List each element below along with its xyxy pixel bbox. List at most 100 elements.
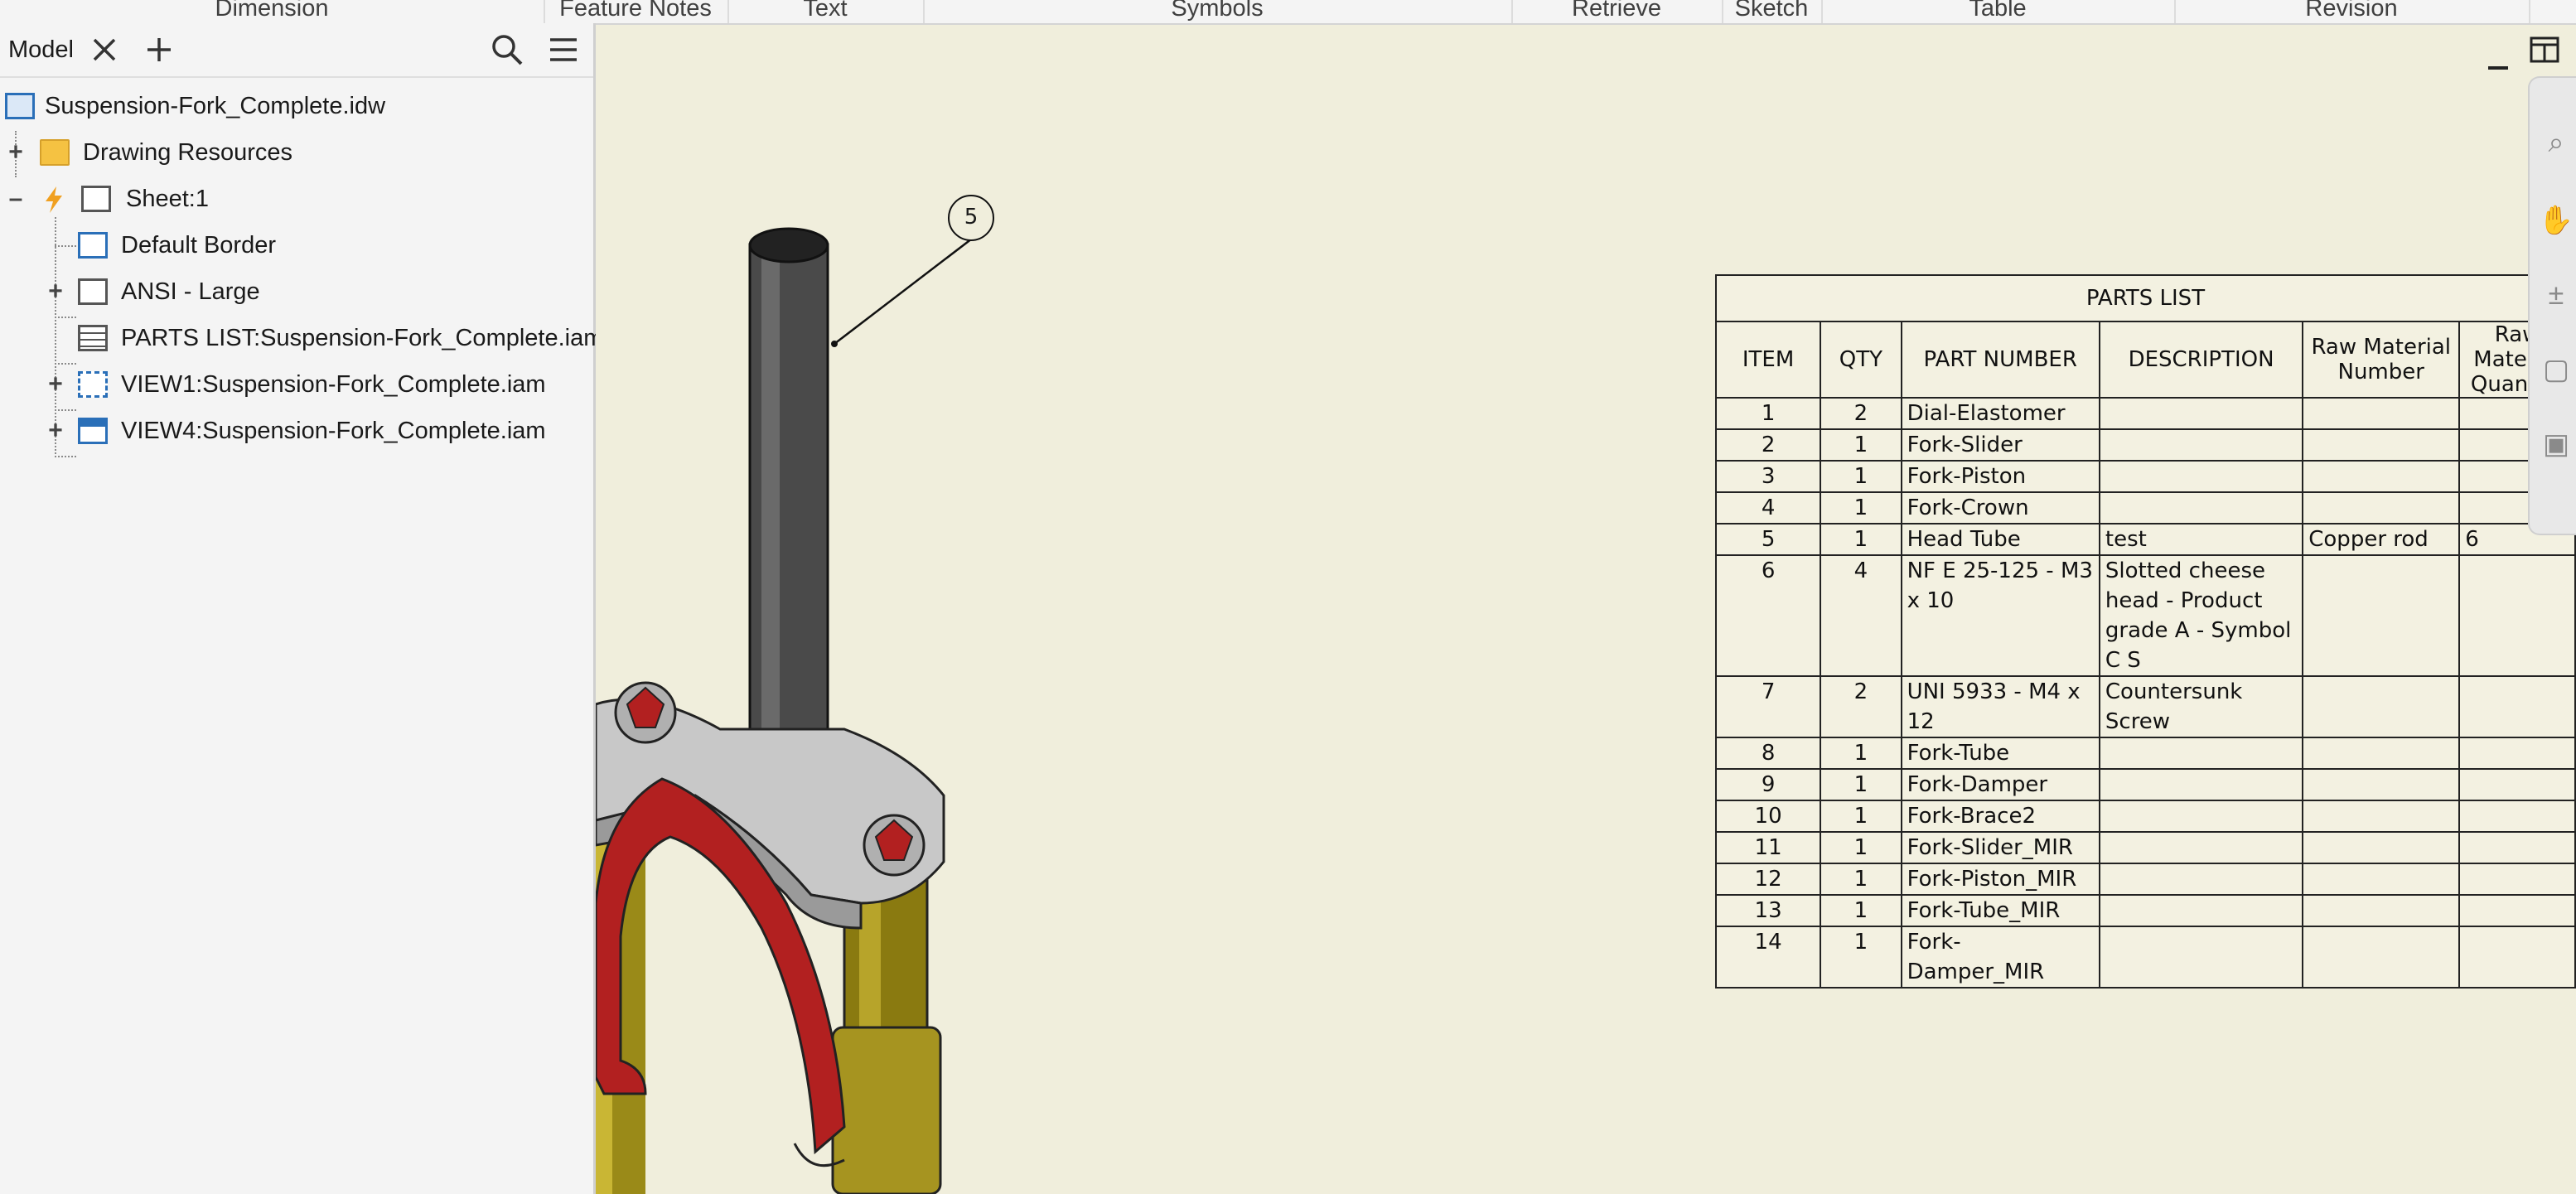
header-description[interactable]: DESCRIPTION — [2098, 321, 2304, 399]
cell-qty[interactable]: 1 — [1820, 523, 1902, 556]
minimize-icon[interactable] — [2482, 43, 2515, 76]
cell-qty[interactable]: 2 — [1820, 675, 1902, 738]
cell-part-number[interactable]: Fork-Piston — [1900, 460, 2100, 493]
cell-raw-material-quantity[interactable] — [2458, 863, 2576, 896]
cell-raw-material-number[interactable] — [2302, 554, 2461, 677]
cell-raw-material-number[interactable] — [2302, 768, 2461, 801]
cell-qty[interactable]: 1 — [1820, 428, 1902, 462]
ribbon-panel-dimension[interactable]: Dimension — [0, 0, 545, 23]
ribbon-panel-retrieve[interactable]: Retrieve — [1511, 0, 1723, 23]
header-item[interactable]: ITEM — [1714, 321, 1822, 399]
cell-raw-material-quantity[interactable] — [2458, 675, 2576, 738]
cell-item[interactable]: 13 — [1714, 894, 1822, 927]
zoom-window-icon[interactable]: ± — [2548, 279, 2564, 311]
cell-description[interactable] — [2098, 737, 2304, 770]
cell-raw-material-number[interactable] — [2302, 800, 2461, 833]
cell-raw-material-number[interactable] — [2302, 863, 2461, 896]
cell-part-number[interactable]: Head Tube — [1900, 523, 2100, 556]
expand-icon[interactable]: + — [48, 278, 63, 305]
drawing-sheet-canvas[interactable]: 5 PARTS LIST ITEM QTY PART NUMBER DESCRI… — [596, 25, 2576, 1194]
cell-qty[interactable]: 1 — [1820, 894, 1902, 927]
pan-hand-icon[interactable]: ✋ — [2538, 205, 2574, 236]
ribbon-panel-feature-notes[interactable]: Feature Notes — [544, 0, 729, 23]
cell-qty[interactable]: 4 — [1820, 554, 1902, 677]
cell-item[interactable]: 2 — [1714, 428, 1822, 462]
cell-raw-material-number[interactable] — [2302, 397, 2461, 430]
cell-part-number[interactable]: Fork-Brace2 — [1900, 800, 2100, 833]
cell-part-number[interactable]: Fork-Damper_MIR — [1900, 926, 2100, 989]
cell-raw-material-quantity[interactable] — [2458, 831, 2576, 864]
cell-raw-material-number[interactable] — [2302, 675, 2461, 738]
cell-description[interactable] — [2098, 894, 2304, 927]
cell-raw-material-quantity[interactable] — [2458, 737, 2576, 770]
item-balloon[interactable]: 5 — [948, 195, 994, 241]
cell-raw-material-quantity[interactable] — [2458, 768, 2576, 801]
fork-assembly-view[interactable] — [596, 25, 1010, 1194]
cell-item[interactable]: 4 — [1714, 491, 1822, 524]
cell-description[interactable] — [2098, 831, 2304, 864]
cell-description[interactable] — [2098, 768, 2304, 801]
cell-qty[interactable]: 1 — [1820, 863, 1902, 896]
cell-raw-material-number[interactable] — [2302, 926, 2461, 989]
cell-part-number[interactable]: UNI 5933 - M4 x 12 — [1900, 675, 2100, 738]
header-qty[interactable]: QTY — [1820, 321, 1902, 399]
cell-qty[interactable]: 1 — [1820, 491, 1902, 524]
look-at-icon[interactable]: ▣ — [2542, 428, 2570, 460]
close-icon[interactable] — [86, 31, 123, 68]
expand-icon[interactable]: + — [48, 417, 63, 444]
cell-item[interactable]: 7 — [1714, 675, 1822, 738]
cell-description[interactable] — [2098, 428, 2304, 462]
cell-qty[interactable]: 1 — [1820, 768, 1902, 801]
cell-item[interactable]: 1 — [1714, 397, 1822, 430]
expand-icon[interactable]: + — [48, 370, 63, 398]
cell-qty[interactable]: 1 — [1820, 926, 1902, 989]
cell-qty[interactable]: 1 — [1820, 737, 1902, 770]
ribbon-panel-revision[interactable]: Revision — [2174, 0, 2530, 23]
tree-item-default-border[interactable]: Default Border — [0, 225, 593, 265]
tab-model[interactable]: Model — [8, 36, 74, 63]
ribbon-panel-table[interactable]: Table — [1821, 0, 2176, 23]
cell-qty[interactable]: 2 — [1820, 397, 1902, 430]
cell-raw-material-number[interactable] — [2302, 894, 2461, 927]
cell-part-number[interactable]: Fork-Tube_MIR — [1900, 894, 2100, 927]
cell-part-number[interactable]: NF E 25-125 - M3 x 10 — [1900, 554, 2100, 677]
search-icon[interactable] — [489, 31, 525, 68]
cell-item[interactable]: 10 — [1714, 800, 1822, 833]
tree-item-sheet[interactable]: – Sheet:1 — [0, 179, 593, 219]
cell-raw-material-quantity[interactable] — [2458, 894, 2576, 927]
cell-part-number[interactable]: Fork-Tube — [1900, 737, 2100, 770]
cell-qty[interactable]: 1 — [1820, 460, 1902, 493]
cell-qty[interactable]: 1 — [1820, 800, 1902, 833]
collapse-icon[interactable]: – — [8, 185, 23, 212]
cell-item[interactable]: 8 — [1714, 737, 1822, 770]
zoom-icon[interactable]: ⌕ — [2548, 127, 2564, 158]
parts-list-table[interactable]: PARTS LIST ITEM QTY PART NUMBER DESCRIPT… — [1714, 274, 2576, 989]
cell-description[interactable] — [2098, 491, 2304, 524]
cell-raw-material-number[interactable] — [2302, 460, 2461, 493]
cell-raw-material-number[interactable]: Copper rod — [2302, 523, 2461, 556]
ribbon-panel-sketch[interactable]: Sketch — [1722, 0, 1823, 23]
cell-raw-material-quantity[interactable] — [2458, 800, 2576, 833]
tree-item-drawing-resources[interactable]: + Drawing Resources — [0, 133, 593, 172]
cell-raw-material-number[interactable] — [2302, 737, 2461, 770]
cell-item[interactable]: 14 — [1714, 926, 1822, 989]
tree-item-view1[interactable]: + VIEW1:Suspension-Fork_Complete.iam — [0, 365, 593, 404]
cell-part-number[interactable]: Dial-Elastomer — [1900, 397, 2100, 430]
cell-part-number[interactable]: Fork-Damper — [1900, 768, 2100, 801]
header-part-number[interactable]: PART NUMBER — [1900, 321, 2100, 399]
ribbon-panel-symbols[interactable]: Symbols — [923, 0, 1513, 23]
cell-part-number[interactable]: Fork-Slider_MIR — [1900, 831, 2100, 864]
window-layout-icon[interactable] — [2528, 33, 2561, 66]
cell-description[interactable] — [2098, 800, 2304, 833]
orbit-icon[interactable]: ▢ — [2542, 354, 2570, 385]
